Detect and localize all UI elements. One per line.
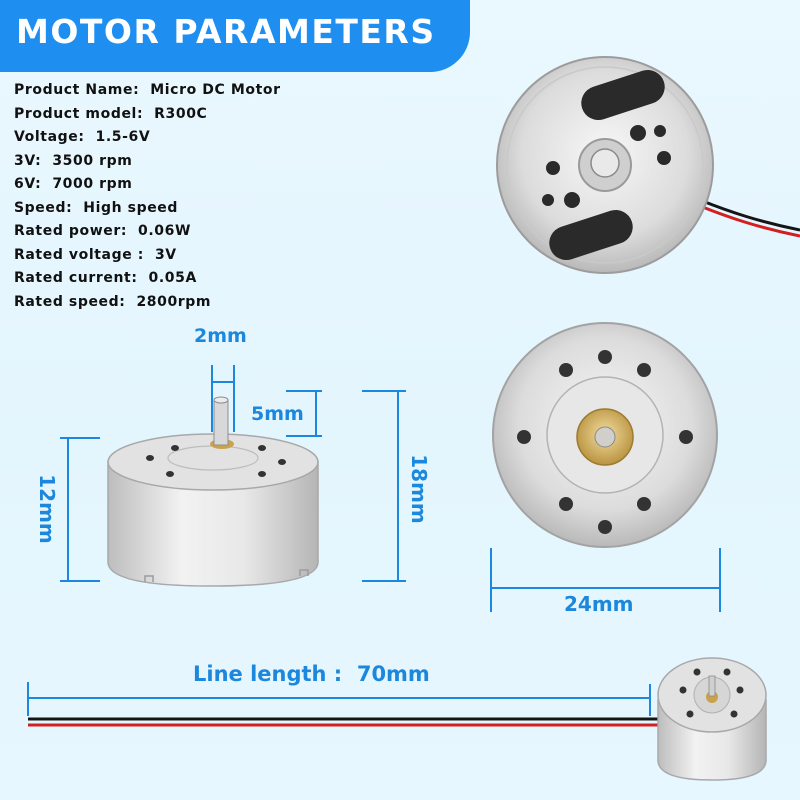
header-banner: MOTOR PARAMETERS	[0, 0, 470, 72]
spec-row: Rated speed: 2800rpm	[14, 293, 212, 310]
spec-row: Voltage: 1.5-6V	[14, 129, 151, 145]
spec-row: Speed: High speed	[14, 199, 179, 216]
motor-side-view	[107, 396, 319, 587]
dimension-lines-wire	[27, 682, 651, 716]
page-title: MOTOR PARAMETERS	[16, 12, 436, 51]
diameter-label: 24mm	[564, 592, 634, 616]
motor-front-view	[492, 322, 718, 548]
spec-row: Rated current: 0.05A	[14, 270, 197, 286]
dimension-lines-side	[60, 365, 406, 582]
spec-row: Rated power: 0.06W	[14, 223, 192, 239]
dimension-lines-front	[490, 548, 721, 612]
motor-with-wire	[28, 657, 767, 781]
line-length-label: Line length : 70mm	[193, 662, 430, 686]
spec-row: Product model: R300C	[14, 105, 208, 122]
spec-row: Rated voltage : 3V	[14, 246, 177, 263]
spec-row: Product Name: Micro DC Motor	[14, 82, 281, 98]
spec-row: 6V: 7000 rpm	[14, 176, 133, 192]
spec-row: 3V: 3500 rpm	[14, 152, 133, 169]
shaft-length-label: 5mm	[251, 403, 304, 425]
total-height-label: 18mm	[406, 454, 431, 524]
shaft-diameter-label: 2mm	[194, 325, 247, 347]
motor-back-view	[496, 56, 800, 274]
spec-list: Product Name: Micro DC Motor Product mod…	[14, 82, 281, 317]
body-height-label: 12mm	[34, 474, 59, 544]
